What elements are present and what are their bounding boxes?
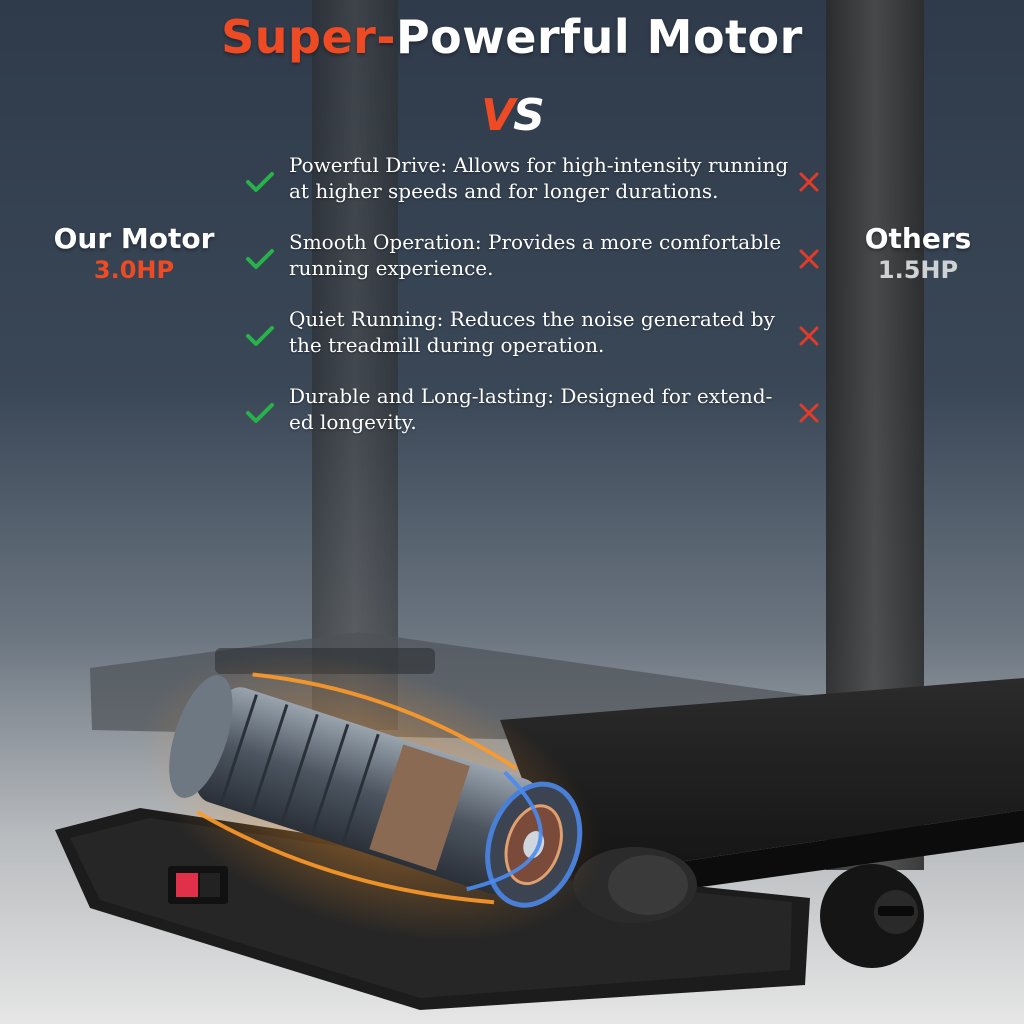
running-belt bbox=[500, 678, 1024, 880]
our-motor-hp: 3.0HP bbox=[93, 256, 175, 284]
feature-text: Smooth Operation: Provides a more comfor… bbox=[289, 230, 782, 280]
check-icon bbox=[246, 326, 274, 346]
vs-v: V bbox=[481, 90, 515, 141]
our-motor-label: Our Motor bbox=[53, 222, 215, 255]
page-title: Super-Powerful Motor bbox=[0, 10, 1024, 64]
check-icon bbox=[246, 249, 274, 269]
feature-text: Powerful Drive: Allows for high-intensit… bbox=[289, 153, 789, 203]
cross-icon bbox=[799, 172, 819, 192]
feature-text: Durable and Long-lasting: Designed for e… bbox=[289, 384, 773, 434]
cross-icon bbox=[799, 403, 819, 423]
motor bbox=[138, 652, 603, 942]
feature-list: Powerful Drive: Allows for high-intensit… bbox=[245, 150, 825, 458]
feature-text: Quiet Running: Reduces the noise generat… bbox=[289, 307, 775, 357]
feature-item: Smooth Operation: Provides a more comfor… bbox=[245, 227, 825, 304]
others-label: Others bbox=[864, 222, 972, 255]
cross-icon bbox=[799, 326, 819, 346]
others-hp: 1.5HP bbox=[877, 256, 959, 284]
title-accent: Super- bbox=[221, 10, 396, 64]
cross-icon bbox=[799, 249, 819, 269]
feature-item: Powerful Drive: Allows for high-intensit… bbox=[245, 150, 825, 227]
check-icon bbox=[246, 403, 274, 423]
left-upright bbox=[312, 0, 398, 730]
check-icon bbox=[246, 172, 274, 192]
feature-item: Quiet Running: Reduces the noise generat… bbox=[245, 304, 825, 381]
title-main: Powerful Motor bbox=[395, 10, 803, 64]
vs-label: VS bbox=[0, 90, 1024, 141]
feature-item: Durable and Long-lasting: Designed for e… bbox=[245, 381, 825, 458]
wheel bbox=[820, 864, 924, 968]
vs-s: S bbox=[513, 90, 545, 141]
